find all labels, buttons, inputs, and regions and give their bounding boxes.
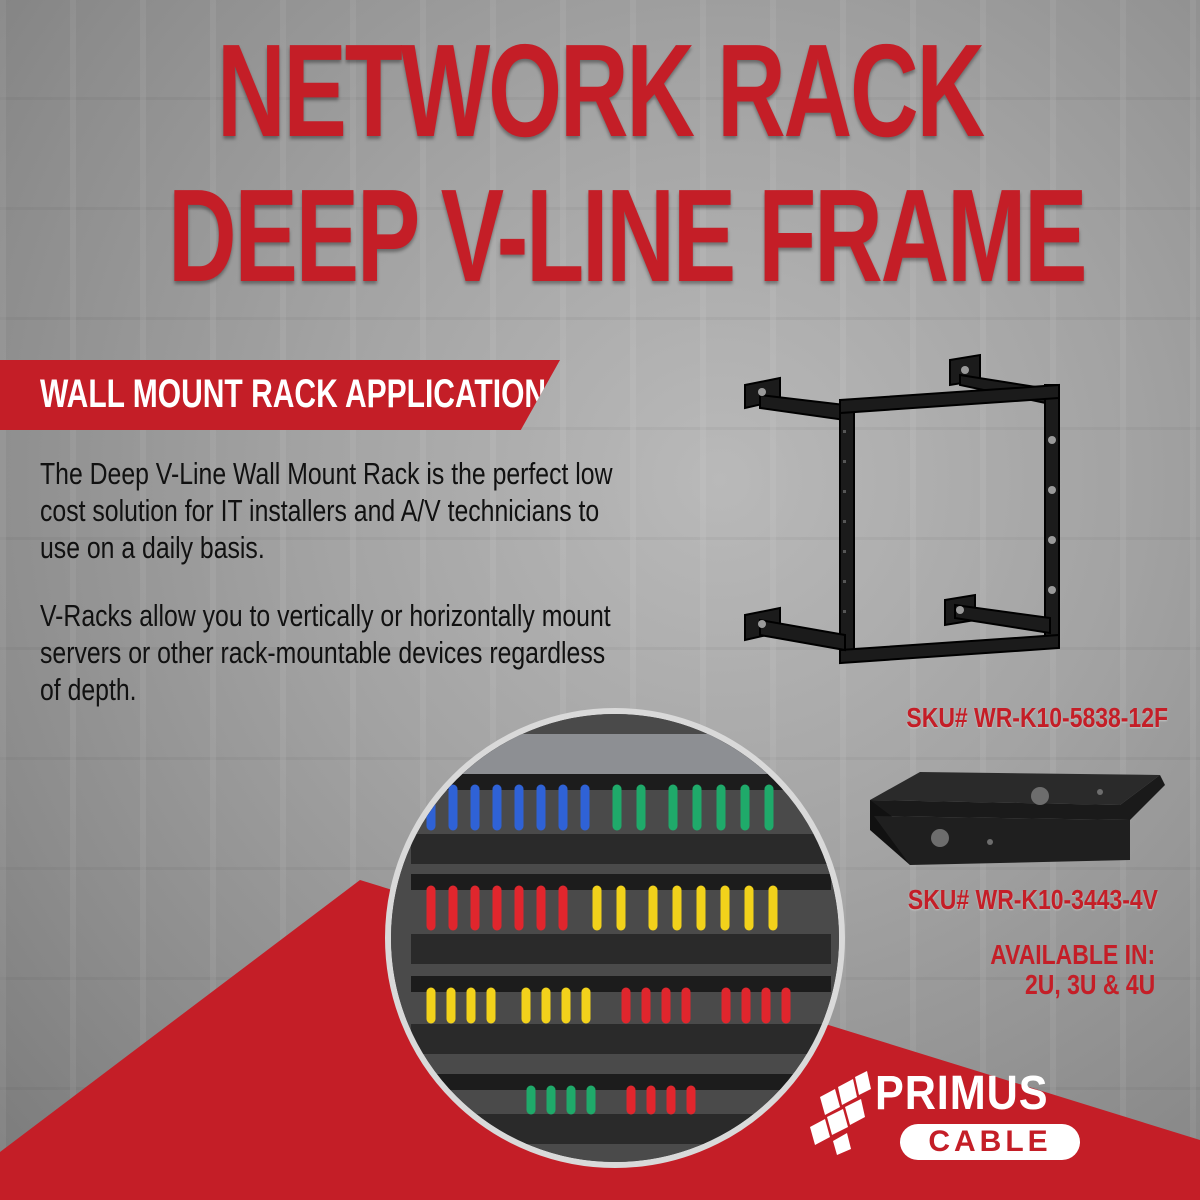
section-banner-label: WALL MOUNT RACK APPLICATIONS [40, 372, 567, 416]
patch-panel-photo [385, 708, 845, 1168]
logo-word-primus: PRIMUS [875, 1067, 1049, 1120]
patch-panel-illustration [391, 714, 839, 1162]
primus-logo-icon [810, 1071, 871, 1155]
title-line-2: DEEP V-LINE FRAME [167, 162, 1088, 309]
section-banner: WALL MOUNT RACK APPLICATIONS [0, 360, 560, 430]
availability-note: AVAILABLE IN: 2U, 3U & 4U [990, 940, 1155, 1000]
availability-label: AVAILABLE IN: [990, 939, 1155, 970]
title-line-1: NETWORK RACK [216, 17, 985, 164]
availability-sizes: 2U, 3U & 4U [1024, 969, 1155, 1000]
description-paragraph-1: The Deep V-Line Wall Mount Rack is the p… [40, 456, 613, 565]
wall-rack-image [744, 353, 1060, 665]
description-paragraph-2: V-Racks allow you to vertically or horiz… [40, 598, 611, 707]
wall-shelf-image [870, 772, 1165, 865]
sku-shelf: SKU# WR-K10-3443-4V [907, 884, 1158, 915]
logo-word-cable: CABLE [900, 1124, 1080, 1160]
sku-rack: SKU# WR-K10-5838-12F [906, 702, 1168, 733]
primus-logo: PRIMUS CABLE [805, 1062, 1085, 1162]
